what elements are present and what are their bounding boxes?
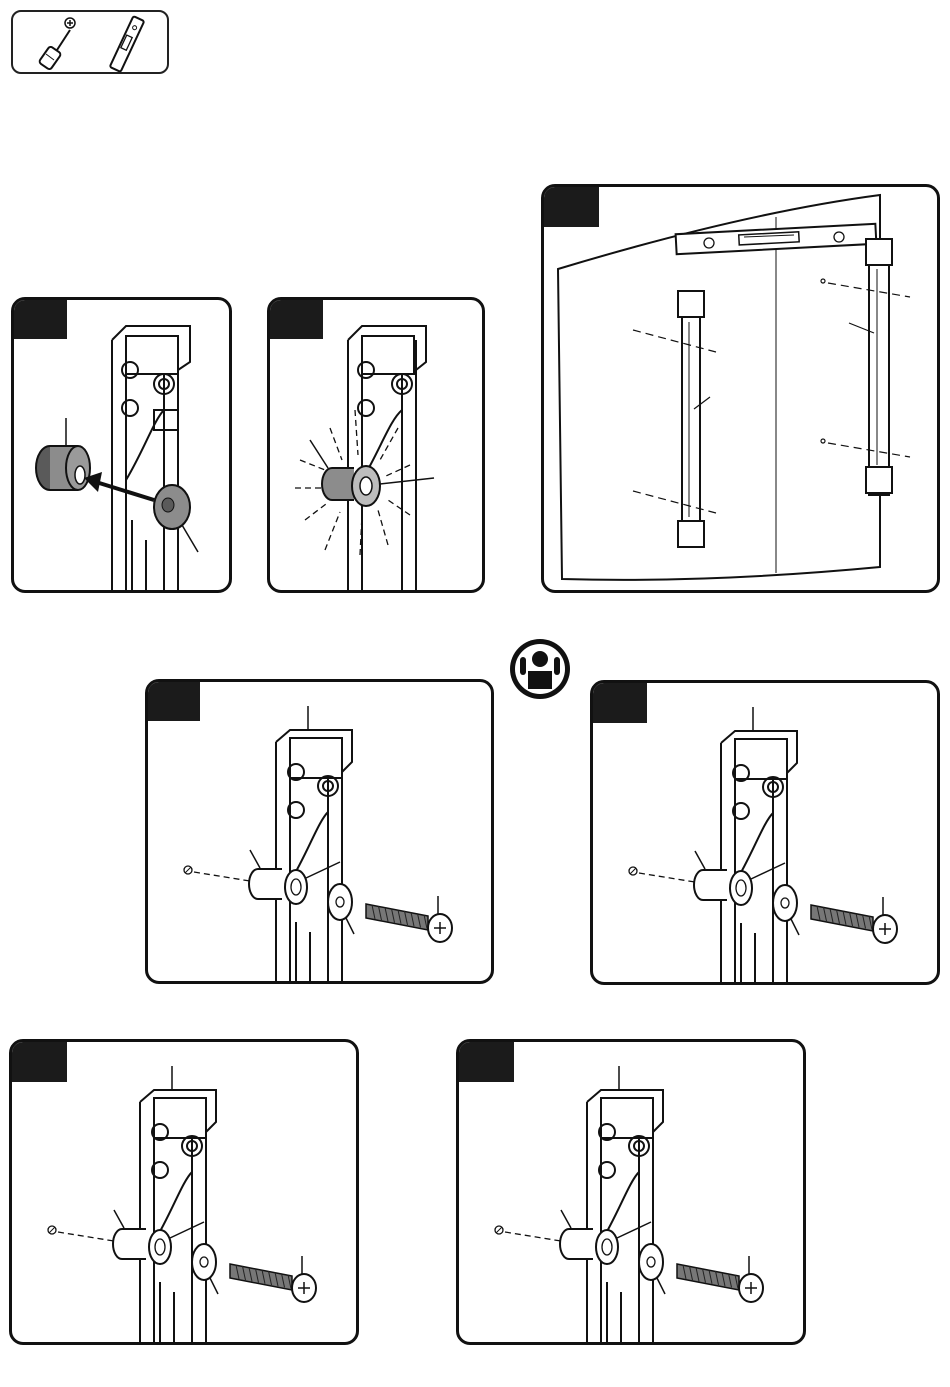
arrow-icon	[84, 472, 154, 500]
panel-bolt-a	[145, 679, 494, 984]
washer-icon	[154, 485, 198, 552]
bracket-icon	[112, 326, 190, 593]
lag-bolt-icon	[811, 897, 897, 943]
tools-required-box	[11, 10, 169, 74]
panel-wall-level	[541, 184, 940, 593]
lag-bolt-icon	[230, 1256, 316, 1302]
panel-bolt-b	[590, 680, 940, 985]
bracket-icon	[140, 1090, 216, 1345]
bolt-assembly	[495, 1066, 763, 1345]
spacer-icon	[36, 418, 90, 490]
pilot-hole-icon	[48, 1226, 120, 1242]
spacer-icon	[249, 850, 340, 904]
panel-bolt-c	[9, 1039, 359, 1345]
panel-bolt-d	[456, 1039, 806, 1345]
lag-bolt-icon	[366, 896, 452, 942]
bracket-icon	[721, 731, 797, 985]
bolt-assembly	[629, 707, 897, 985]
bracket-icon	[587, 1090, 663, 1345]
pilot-hole-icon	[495, 1226, 567, 1242]
spacer-icon	[560, 1210, 651, 1264]
lag-bolt-icon	[677, 1256, 763, 1302]
spacer-icon	[113, 1210, 204, 1264]
panel-spacer-seated	[267, 297, 485, 593]
bracket-icon	[276, 730, 352, 984]
two-person-lift-icon	[508, 637, 572, 701]
bolt-assembly	[48, 1066, 316, 1345]
pilot-hole-icon	[629, 867, 701, 883]
spacer-icon	[694, 851, 785, 905]
pilot-hole-icon	[184, 866, 256, 882]
panel-spacer-insert	[11, 297, 232, 593]
bolt-assembly	[184, 706, 452, 984]
level-icon	[110, 16, 145, 72]
screwdriver-icon	[39, 18, 75, 70]
